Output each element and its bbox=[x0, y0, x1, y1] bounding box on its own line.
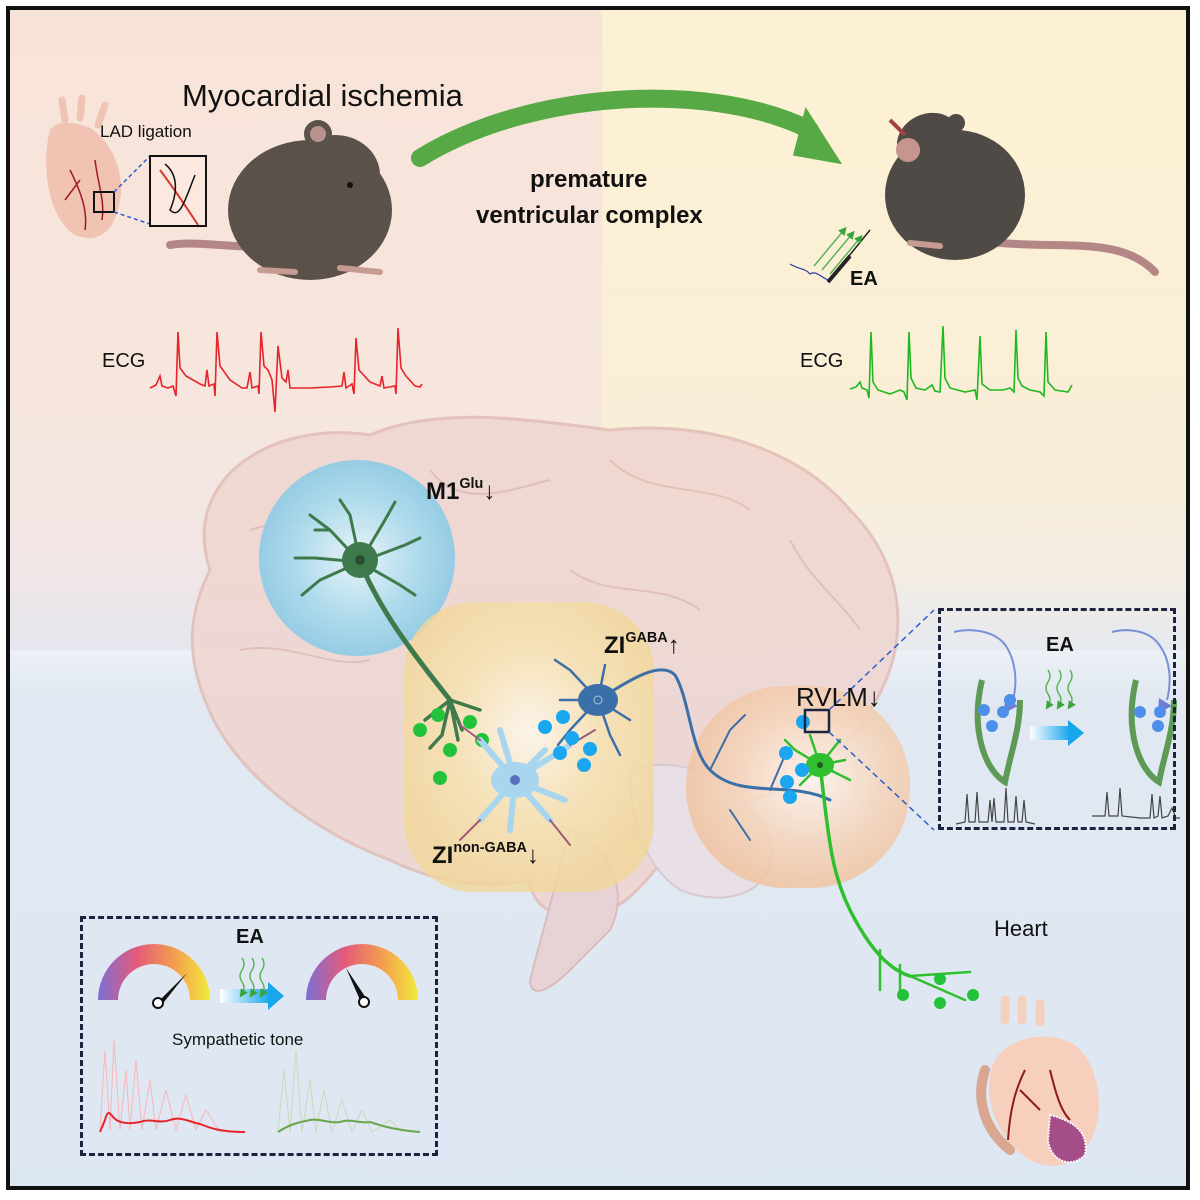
zoom-line-bottom bbox=[828, 731, 935, 831]
rvlm-main: RVLM bbox=[796, 682, 868, 712]
title-myocardial-ischemia: Myocardial ischemia bbox=[182, 78, 463, 113]
label-lad-ligation: LAD ligation bbox=[100, 122, 192, 141]
zi-gaba-vesicles bbox=[538, 710, 597, 772]
label-heart: Heart bbox=[994, 916, 1048, 941]
sympathetic-trace-after bbox=[277, 1118, 421, 1133]
ea-needle-illustration bbox=[789, 226, 871, 284]
ecg-trace-ea bbox=[849, 325, 1073, 401]
sympathetic-tone-inset bbox=[80, 916, 438, 1156]
gauge-after bbox=[306, 944, 418, 1000]
rvlm-neuron bbox=[783, 733, 972, 1002]
label-ea: EA bbox=[850, 268, 878, 290]
zi-gaba-neuron bbox=[553, 658, 832, 841]
label-premature: premature bbox=[530, 166, 648, 193]
main-arrow-head bbox=[792, 106, 843, 165]
m1-sup: Glu bbox=[459, 476, 484, 492]
zi-region bbox=[404, 602, 654, 892]
heart-nerve-vesicles bbox=[897, 973, 979, 1009]
rvlm-synapse-inset bbox=[938, 608, 1176, 830]
label-rvlm: RVLM↓ bbox=[796, 682, 881, 713]
main-arrow bbox=[411, 89, 819, 167]
down-arrow-icon: ↓ bbox=[526, 841, 539, 869]
zi-nongaba-main: ZI bbox=[432, 841, 454, 869]
up-arrow-icon: ↑ bbox=[667, 631, 680, 659]
down-arrow-icon: ↓ bbox=[867, 682, 881, 712]
label-ea-sympathetic-inset: EA bbox=[236, 926, 264, 948]
zoom-line-top bbox=[828, 609, 935, 711]
sympathetic-trace-before bbox=[99, 1112, 246, 1133]
label-zi-gaba: ZIGABA↑ bbox=[604, 630, 680, 660]
label-ecg-ea: ECG bbox=[800, 350, 844, 372]
rvlm-region bbox=[686, 686, 910, 888]
rvlm-inset-illustration bbox=[953, 629, 1180, 825]
down-arrow-icon: ↓ bbox=[483, 477, 496, 505]
ecg-trace-ischemic bbox=[149, 327, 423, 413]
label-ea-rvlm-inset: EA bbox=[1046, 634, 1074, 656]
label-m1-glu: M1Glu↓ bbox=[426, 476, 495, 506]
label-zi-non-gaba: ZInon-GABA↓ bbox=[432, 840, 539, 870]
mouse-ea-illustration bbox=[885, 112, 1159, 276]
lad-zoom-box bbox=[149, 155, 207, 227]
heart-lad-illustration bbox=[46, 94, 207, 239]
zi-non-gaba-neuron bbox=[459, 724, 596, 846]
label-sympathetic-tone: Sympathetic tone bbox=[172, 1030, 304, 1049]
heart-illustration bbox=[976, 995, 1099, 1166]
zi-gaba-sup: GABA bbox=[625, 630, 668, 646]
zi-gaba-main: ZI bbox=[604, 631, 626, 659]
illustration-layer bbox=[46, 89, 1180, 1166]
zi-nongaba-sup: non-GABA bbox=[453, 840, 527, 856]
label-ventricular-complex: ventricular complex bbox=[476, 202, 703, 229]
m1-main: M1 bbox=[426, 477, 460, 505]
gauge-before bbox=[98, 944, 210, 1000]
sympathetic-inset-illustration bbox=[98, 944, 421, 1134]
label-ecg-ischemic: ECG bbox=[102, 350, 146, 372]
mouse-ischemic-illustration bbox=[166, 120, 392, 280]
figure-frame: Myocardial ischemia LAD ligation prematu… bbox=[6, 6, 1190, 1190]
rvlm-vesicles bbox=[779, 715, 810, 804]
rvlm-zoom-box bbox=[803, 708, 831, 734]
